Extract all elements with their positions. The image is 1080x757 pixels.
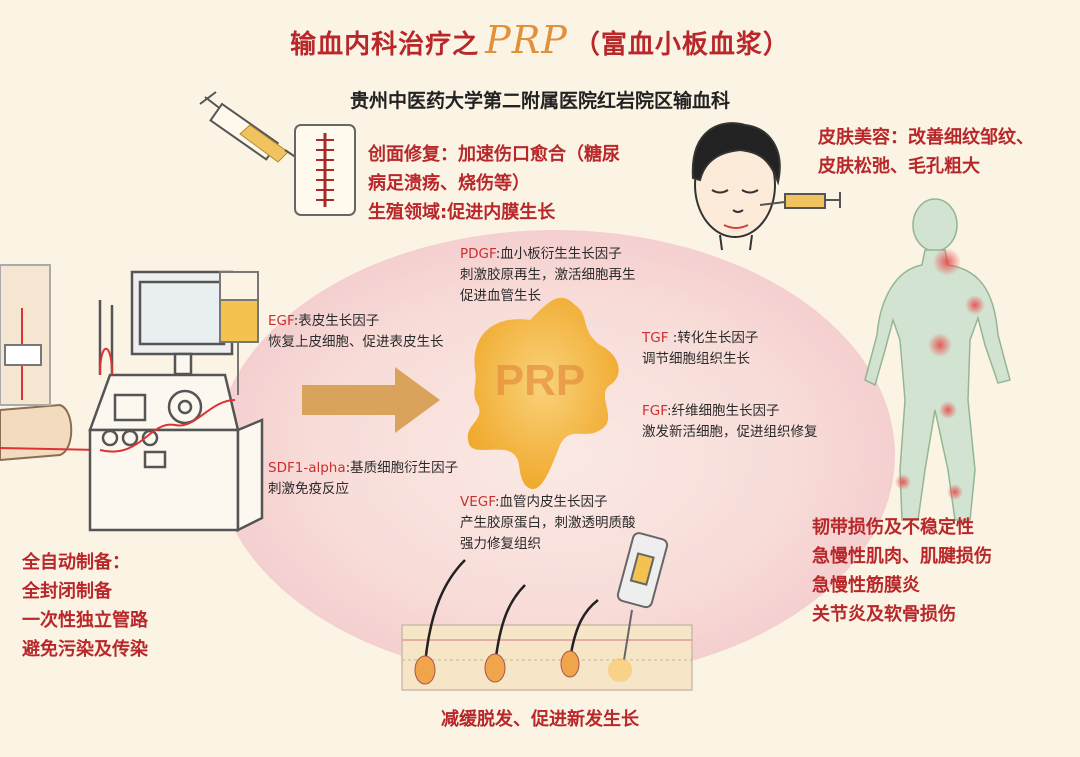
- gf-sdf: SDF1-alpha:基质细胞衍生因子 刺激免疫反应: [268, 458, 458, 500]
- gf-desc: 恢复上皮细胞、促进表皮生长: [268, 334, 444, 350]
- gf-desc: 激发新活细胞，促进组织修复: [642, 424, 818, 440]
- page-subtitle: 贵州中医药大学第二附属医院红岩院区输血科: [349, 90, 730, 112]
- skin-strip-icon: [401, 624, 693, 691]
- gf-name: :纤维细胞生长因子: [666, 403, 780, 419]
- gf-vegf: VEGF:血管内皮生长因子 产生胶原蛋白，刺激透明质酸 强力修复组织: [460, 492, 636, 555]
- gf-key: SDF1-alpha: [268, 460, 346, 476]
- wound-line: 创面修复：加速伤口愈合（糖尿: [368, 144, 620, 165]
- arm-icon: [0, 403, 101, 462]
- gf-name: :表皮生长因子: [293, 313, 380, 329]
- gf-name: :转化生长因子: [668, 330, 759, 346]
- skin-line: 皮肤美容：改善细纹邹纹、: [818, 127, 1034, 148]
- equipment-line: 全自动制备：: [22, 552, 130, 573]
- sports-line: 韧带损伤及不稳定性: [812, 517, 974, 538]
- gf-name: :血小板衍生生长因子: [495, 246, 622, 262]
- machine-tube: [99, 347, 113, 376]
- wound-repair-text: 创面修复：加速伤口愈合（糖尿 病足溃疡、烧伤等） 生殖领域:促进内膜生长: [368, 140, 620, 227]
- gf-desc: 促进血管生长: [460, 288, 541, 304]
- title-left: 输血内科治疗之: [290, 30, 480, 60]
- wound-line: 病足溃疡、烧伤等）: [368, 173, 530, 194]
- iv-bag-icon: [0, 264, 51, 406]
- gf-name: :基质细胞衍生因子: [345, 460, 459, 476]
- sports-line: 急慢性筋膜炎: [812, 575, 920, 596]
- prp-bag-icon: [219, 271, 259, 395]
- gf-name: :血管内皮生长因子: [494, 494, 608, 510]
- gf-desc: 刺激胶原再生，激活细胞再生: [460, 267, 636, 283]
- prp-splat-icon: [467, 297, 619, 490]
- wound-line: 生殖领域:促进内膜生长: [368, 202, 556, 223]
- wound-card-icon: [294, 124, 356, 216]
- equipment-text: 全自动制备： 全封闭制备 一次性独立管路 避免污染及传染: [22, 548, 148, 664]
- gf-desc: 产生胶原蛋白，刺激透明质酸: [460, 515, 636, 531]
- face-syringe-icon: [759, 192, 841, 209]
- gf-desc: 调节细胞组织生长: [642, 351, 750, 367]
- gf-egf: EGF:表皮生长因子 恢复上皮细胞、促进表皮生长: [268, 311, 444, 353]
- sports-injury-text: 韧带损伤及不稳定性 急慢性肌肉、肌腱损伤 急慢性筋膜炎 关节炎及软骨损伤: [812, 513, 992, 629]
- gf-fgf: FGF:纤维细胞生长因子 激发新活细胞，促进组织修复: [642, 401, 818, 443]
- equipment-line: 全封闭制备: [22, 581, 112, 602]
- face-icon: [691, 122, 781, 251]
- sports-line: 急慢性肌肉、肌腱损伤: [812, 546, 992, 567]
- gf-key: VEGF: [460, 494, 495, 510]
- gf-key: TGF: [642, 330, 669, 346]
- gf-key: PDGF: [460, 246, 496, 262]
- machine-tube: [99, 399, 236, 453]
- equipment-line: 避免污染及传染: [22, 639, 148, 660]
- arrow-icon: [302, 367, 440, 433]
- sports-line: 关节炎及软骨损伤: [812, 604, 956, 625]
- prp-center-label: PRP: [495, 356, 585, 405]
- hair-loss-text: 减缓脱发、促进新发生长: [441, 709, 639, 730]
- gf-desc: 刺激免疫反应: [268, 481, 349, 497]
- gf-key: FGF: [642, 403, 667, 419]
- gf-tgf: TGF :转化生长因子 调节细胞组织生长: [642, 328, 758, 370]
- body-silhouette-icon: [864, 198, 1011, 521]
- equipment-line: 一次性独立管路: [22, 610, 148, 631]
- gf-key: EGF: [268, 313, 294, 329]
- injection-glow: [608, 658, 632, 682]
- title-prp: PRP: [485, 18, 568, 62]
- title-right: （富血小板血浆）: [573, 30, 790, 60]
- pain-spot-icons: [895, 248, 985, 500]
- skin-beauty-text: 皮肤美容：改善细纹邹纹、 皮肤松弛、毛孔粗大: [818, 123, 1034, 181]
- gf-desc: 强力修复组织: [460, 536, 541, 552]
- microneedle-icon: [616, 532, 669, 661]
- follicle-bulb-icon: [414, 650, 580, 685]
- skin-line: 皮肤松弛、毛孔粗大: [818, 156, 980, 177]
- gf-pdgf: PDGF:血小板衍生生长因子 刺激胶原再生，激活细胞再生 促进血管生长: [460, 244, 636, 307]
